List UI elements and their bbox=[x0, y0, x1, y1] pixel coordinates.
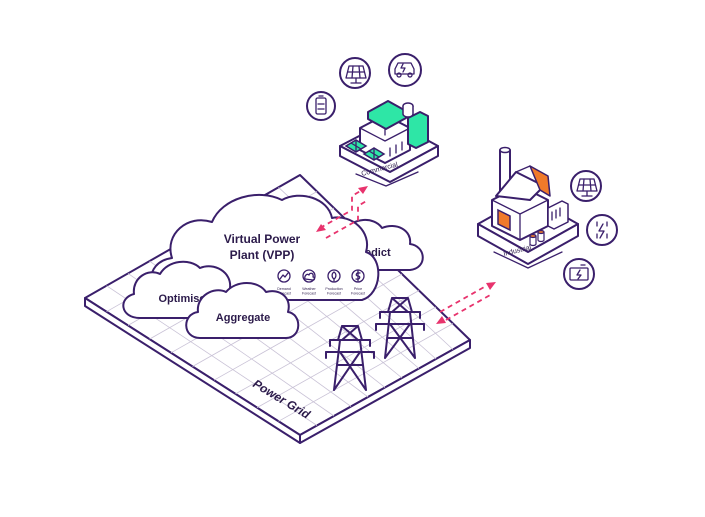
industrial-site: Industrial bbox=[477, 146, 579, 269]
forecast-label-3a: Production bbox=[325, 287, 342, 291]
price-forecast-icon bbox=[351, 269, 365, 283]
aggregate-cloud: Aggregate bbox=[185, 282, 300, 339]
commercial-solar-panels bbox=[344, 139, 386, 161]
demand-forecast-icon bbox=[277, 269, 291, 283]
pylon-front bbox=[325, 325, 375, 391]
power-meter-icon bbox=[586, 214, 618, 246]
forecast-label-4a: Price bbox=[354, 287, 362, 291]
weather-forecast-icon bbox=[302, 269, 316, 283]
forecast-label-4b: Forecast bbox=[351, 292, 365, 296]
solar-panel-icon bbox=[570, 170, 602, 202]
forecast-label-2b: Forecast bbox=[302, 292, 316, 296]
battery-charging-icon bbox=[563, 258, 595, 290]
aggregate-label: Aggregate bbox=[216, 312, 270, 324]
commercial-site: Commercial bbox=[339, 100, 439, 187]
optimise-label: Optimise bbox=[158, 293, 205, 305]
vpp-title-line1: Virtual Power bbox=[224, 232, 301, 246]
electric-car-icon bbox=[388, 53, 422, 87]
battery-icon bbox=[306, 91, 336, 121]
arrow-grid-industrial bbox=[436, 282, 496, 324]
forecast-label-1a: Demand bbox=[277, 287, 291, 291]
arrow-vpp-commercial bbox=[316, 186, 369, 239]
pylon-back bbox=[375, 297, 425, 359]
forecast-label-2a: Weather bbox=[302, 287, 316, 291]
production-forecast-icon bbox=[327, 269, 341, 283]
forecast-label-1b: Forecast bbox=[277, 292, 291, 296]
forecast-label-3b: Forecast bbox=[327, 292, 341, 296]
vpp-title-line2: Plant (VPP) bbox=[230, 248, 295, 262]
solar-panel-icon bbox=[339, 57, 371, 89]
